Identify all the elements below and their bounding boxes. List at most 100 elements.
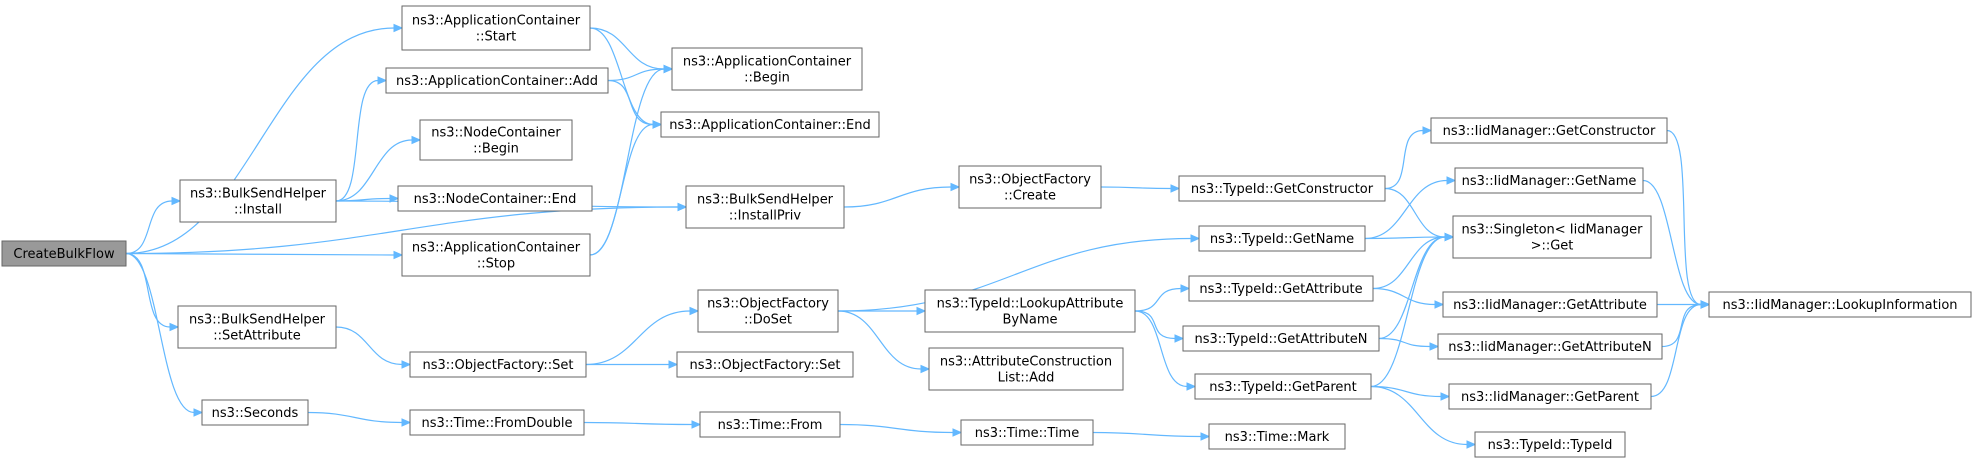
node-tid-typeid[interactable]: ns3::TypeId::TypeId <box>1474 431 1626 458</box>
edge-of-create-to-tid-getconstructor <box>1100 184 1181 193</box>
node-ac-start[interactable]: ns3::ApplicationContainer::Start <box>401 5 591 51</box>
node-tid-getname[interactable]: ns3::TypeId::GetName <box>1198 225 1366 252</box>
node-label: ns3::ApplicationContainer::Add <box>396 74 598 89</box>
node-iid-getparent[interactable]: ns3::IidManager::GetParent <box>1448 383 1652 410</box>
edge-time-from-to-time-time <box>839 423 963 437</box>
node-of-doset[interactable]: ns3::ObjectFactory::DoSet <box>697 289 839 333</box>
node-nc-begin[interactable]: ns3::NodeContainer::Begin <box>419 119 573 161</box>
node-seconds[interactable]: ns3::Seconds <box>201 399 309 426</box>
node-ac-stop[interactable]: ns3::ApplicationContainer::Stop <box>401 233 591 277</box>
node-label: ns3::IidManager::GetName <box>1462 174 1637 189</box>
edge-tid-lookupattr-to-tid-getparent <box>1134 310 1197 391</box>
edge-of-set-to-of-doset <box>585 306 700 366</box>
edge-root-to-bsh-install <box>125 196 182 255</box>
node-tid-getparent[interactable]: ns3::TypeId::GetParent <box>1194 373 1372 400</box>
edge-of-set-to-of-set2 <box>586 360 679 369</box>
node-box <box>1198 225 1366 252</box>
node-label: ns3::ObjectFactory <box>969 173 1091 188</box>
edge-of-doset-to-tid-getname <box>837 234 1201 312</box>
node-box <box>1 240 127 267</box>
node-box <box>177 305 337 349</box>
node-bsh-install[interactable]: ns3::BulkSendHelper::Install <box>179 179 337 223</box>
node-box <box>201 399 309 426</box>
edge-tid-getattribute-to-singleton-get <box>1372 232 1455 290</box>
node-box <box>697 289 839 333</box>
node-root[interactable]: CreateBulkFlow <box>1 240 127 267</box>
edge-iid-getparent-to-iid-lookupinfo <box>1650 300 1711 398</box>
node-label: ::Begin <box>744 71 790 86</box>
edge-tid-getname-to-iid-getname <box>1364 176 1457 240</box>
node-label: ns3::Time::Time <box>975 426 1079 441</box>
edge-root-to-ac-start <box>125 23 404 255</box>
node-box <box>1430 117 1668 144</box>
node-label: CreateBulkFlow <box>13 247 115 262</box>
node-ac-add[interactable]: ns3::ApplicationContainer::Add <box>385 67 609 94</box>
edge-time-fromdouble-to-time-from <box>583 420 702 429</box>
node-time-from[interactable]: ns3::Time::From <box>699 411 841 438</box>
edge-bsh-install-to-ac-add <box>335 76 388 202</box>
node-label: ns3::IidManager::GetConstructor <box>1443 124 1656 139</box>
node-of-set[interactable]: ns3::ObjectFactory::Set <box>409 351 587 378</box>
node-label: ::Create <box>1004 189 1056 204</box>
node-time-fromdouble[interactable]: ns3::Time::FromDouble <box>409 409 585 436</box>
node-iid-getattribute[interactable]: ns3::IidManager::GetAttribute <box>1442 291 1658 318</box>
node-label: ns3::Seconds <box>212 406 299 421</box>
node-iid-getname[interactable]: ns3::IidManager::GetName <box>1454 167 1644 194</box>
edge-iid-getname-to-iid-lookupinfo <box>1642 179 1711 309</box>
node-label: ns3::IidManager::GetAttribute <box>1453 298 1647 313</box>
node-bsh-setattr[interactable]: ns3::BulkSendHelper::SetAttribute <box>177 305 337 349</box>
node-label: ns3::ApplicationContainer <box>683 55 852 70</box>
node-time-time[interactable]: ns3::Time::Time <box>960 419 1094 446</box>
node-box <box>660 111 880 138</box>
edge-bsh-install-to-nc-begin <box>335 135 422 202</box>
node-box <box>671 47 863 91</box>
node-iid-getconstructor[interactable]: ns3::IidManager::GetConstructor <box>1430 117 1668 144</box>
node-tid-getconstructor[interactable]: ns3::TypeId::GetConstructor <box>1178 175 1386 202</box>
node-box <box>385 67 609 94</box>
node-label: ByName <box>1003 313 1058 328</box>
node-label: ns3::TypeId::LookupAttribute <box>937 297 1124 312</box>
node-label: ns3::NodeContainer::End <box>414 192 577 207</box>
edge-bsh-installpriv-to-of-create <box>843 182 961 208</box>
node-of-create[interactable]: ns3::ObjectFactory::Create <box>958 165 1102 209</box>
node-label: ns3::ApplicationContainer <box>412 14 581 29</box>
node-label: ns3::TypeId::GetAttribute <box>1199 282 1362 297</box>
node-box <box>1454 167 1644 194</box>
node-label: ns3::Singleton< IidManager <box>1461 223 1643 238</box>
edge-tid-lookupattr-to-tid-getattribute <box>1134 284 1191 312</box>
edge-tid-getattribute-to-iid-getattribute <box>1372 287 1445 309</box>
node-label: ns3::ApplicationContainer::End <box>669 118 870 133</box>
node-iid-lookupinfo[interactable]: ns3::IidManager::LookupInformation <box>1708 291 1972 318</box>
node-ac-begin[interactable]: ns3::ApplicationContainer::Begin <box>671 47 863 91</box>
node-box <box>1442 291 1658 318</box>
node-tid-getattributen[interactable]: ns3::TypeId::GetAttributeN <box>1182 325 1380 352</box>
node-box <box>685 185 845 229</box>
node-label: ns3::ObjectFactory::Set <box>422 358 573 373</box>
node-label: ns3::Time::From <box>718 418 823 433</box>
node-label: ns3::IidManager::LookupInformation <box>1722 298 1957 313</box>
node-label: ns3::TypeId::GetParent <box>1209 380 1357 395</box>
node-box <box>179 179 337 223</box>
node-box <box>409 351 587 378</box>
node-box <box>409 409 585 436</box>
node-box <box>401 233 591 277</box>
node-bsh-installpriv[interactable]: ns3::BulkSendHelper::InstallPriv <box>685 185 845 229</box>
node-ac-end[interactable]: ns3::ApplicationContainer::End <box>660 111 880 138</box>
node-time-mark[interactable]: ns3::Time::Mark <box>1208 423 1346 450</box>
node-label: ns3::ApplicationContainer <box>412 241 581 256</box>
edge-tid-getparent-to-iid-getparent <box>1370 385 1451 401</box>
node-singleton-get[interactable]: ns3::Singleton< IidManager>::Get <box>1452 215 1652 259</box>
node-label: ns3::TypeId::GetAttributeN <box>1194 332 1367 347</box>
node-iid-getattributen[interactable]: ns3::IidManager::GetAttributeN <box>1437 333 1663 360</box>
node-tid-getattribute[interactable]: ns3::TypeId::GetAttribute <box>1188 275 1374 302</box>
node-label: ::Begin <box>473 142 519 157</box>
node-box <box>928 347 1124 391</box>
node-nc-end[interactable]: ns3::NodeContainer::End <box>397 185 593 212</box>
edges-layer <box>125 23 1711 449</box>
node-of-set2[interactable]: ns3::ObjectFactory::Set <box>676 351 854 378</box>
node-label: >::Get <box>1531 239 1574 254</box>
node-label: ns3::AttributeConstruction <box>940 355 1112 370</box>
node-box <box>1474 431 1626 458</box>
